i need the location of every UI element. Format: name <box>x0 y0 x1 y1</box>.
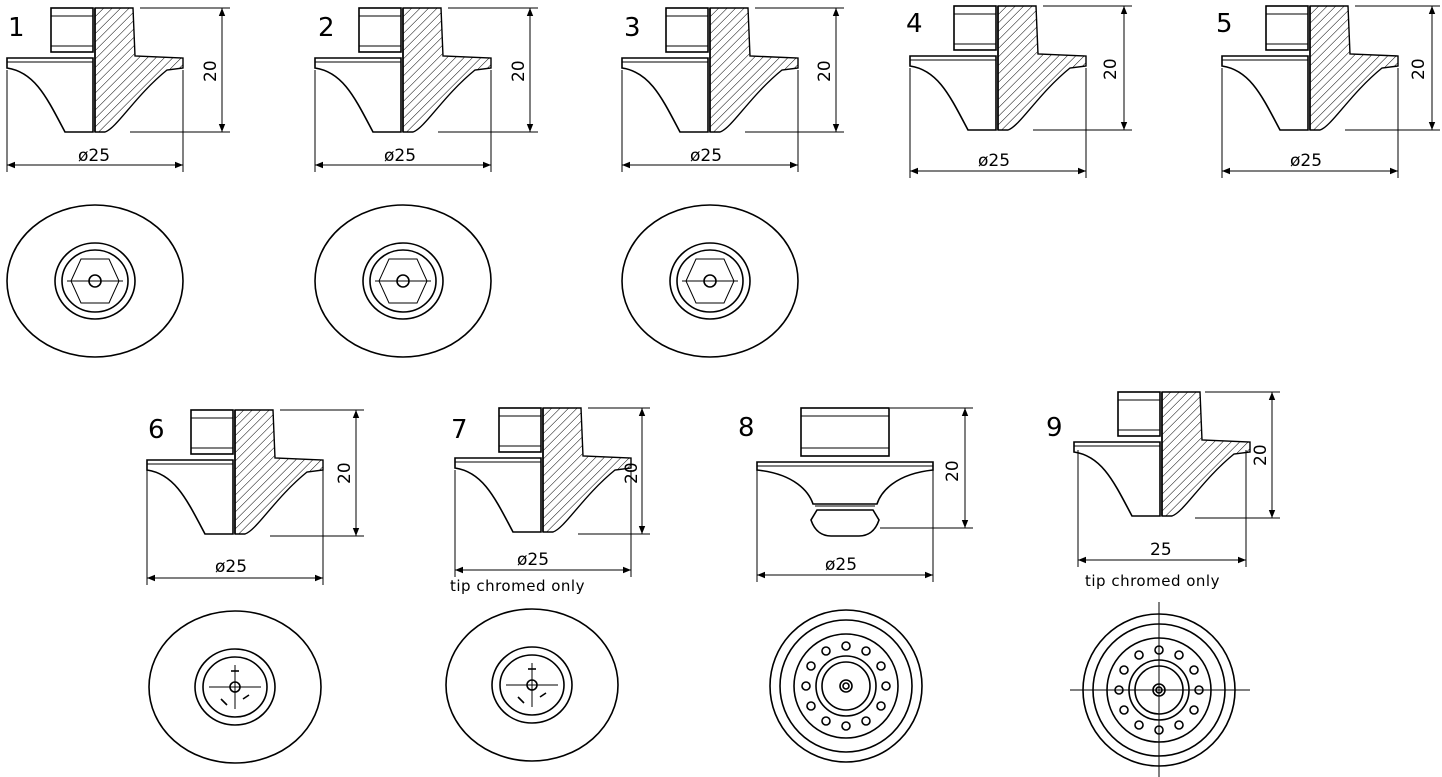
label-8: 8 <box>738 413 755 443</box>
dim-height-6: 20 <box>335 462 355 484</box>
nozzle-1-front <box>6 204 184 358</box>
nozzle-8-front <box>769 609 923 763</box>
dim-height-2: 20 <box>509 60 529 82</box>
dim-height-8: 20 <box>943 460 963 482</box>
nozzle-1-side: 1 ø25 20 <box>6 7 230 172</box>
label-3: 3 <box>624 13 641 43</box>
dim-height-3: 20 <box>815 60 835 82</box>
dim-diameter-8: ø25 <box>825 555 857 575</box>
nozzle-3-side: 3 ø25 20 <box>621 7 844 172</box>
dim-height-4: 20 <box>1101 58 1121 80</box>
nozzle-2-front <box>314 204 492 358</box>
nozzle-2-side: 2 ø25 20 <box>314 7 538 172</box>
nozzle-6-side: 6 ø25 20 <box>146 409 364 585</box>
note-tip-chromed-9: tip chromed only <box>1085 572 1220 590</box>
nozzle-6-front <box>148 610 322 764</box>
dim-diameter-2: ø25 <box>384 146 416 166</box>
dim-diameter-3: ø25 <box>690 146 722 166</box>
nozzle-7-side: 7 ø25 20 tip chromed only <box>450 407 650 595</box>
note-tip-chromed-7: tip chromed only <box>450 577 585 595</box>
label-9: 9 <box>1046 413 1063 443</box>
dim-diameter-4: ø25 <box>978 151 1010 171</box>
label-4: 4 <box>906 9 923 39</box>
nozzle-9-front <box>1070 602 1250 777</box>
nozzle-9-side: 9 25 20 tip chromed only <box>1046 391 1280 590</box>
nozzle-3-front <box>621 204 799 358</box>
dim-diameter-5: ø25 <box>1290 151 1322 171</box>
dim-diameter-7: ø25 <box>517 550 549 570</box>
dim-diameter-6: ø25 <box>215 557 247 577</box>
nozzle-8-side: 8 ø25 20 <box>738 407 973 582</box>
nozzle-4-side: 4 ø25 20 <box>906 5 1132 178</box>
label-2: 2 <box>318 13 335 43</box>
dim-height-1: 20 <box>201 60 221 82</box>
dim-diameter-1: ø25 <box>78 146 110 166</box>
dim-height-7: 20 <box>622 462 642 484</box>
dim-height-9: 20 <box>1251 444 1271 466</box>
label-1: 1 <box>8 13 25 43</box>
nozzle-7-front <box>445 608 619 762</box>
dim-width-9: 25 <box>1150 540 1172 560</box>
label-7: 7 <box>451 415 468 445</box>
dim-height-5: 20 <box>1409 58 1429 80</box>
label-6: 6 <box>148 415 165 445</box>
nozzle-5-side: 5 ø25 20 <box>1216 5 1440 178</box>
label-5: 5 <box>1216 9 1233 39</box>
